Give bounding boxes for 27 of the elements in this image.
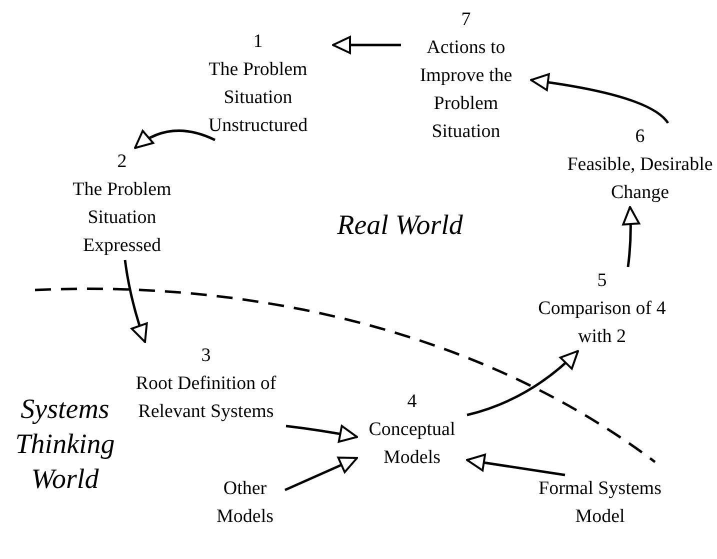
arrow [622,206,640,268]
step-label: Comparison of 4 with 2 [537,297,667,349]
world-label: Real World [336,209,464,243]
arrow [134,129,216,149]
step-label: Feasible, Desirable Change [566,153,714,205]
step-number: 4 [406,390,418,414]
arrow [530,73,669,124]
arrow [466,350,579,416]
step-label: Conceptual Models [368,418,456,470]
arrow [332,36,401,54]
step-number: 7 [460,8,472,32]
arrow [286,424,358,443]
step-label: Other Models [216,477,274,529]
step-number: 5 [596,269,608,293]
step-number: 6 [634,125,646,149]
step-label: Root Definition of Relevant Systems [134,372,278,424]
step-label: The Problem Situation Expressed [72,178,172,258]
step-label: Actions to Improve the Problem Situation [418,36,514,144]
step-number: 2 [116,150,128,174]
arrow [124,260,148,343]
arrow [284,456,358,492]
step-label: The Problem Situation Unstructured [207,58,309,138]
step-label: Formal Systems Model [538,477,662,529]
arrow [466,454,566,476]
step-number: 1 [252,30,264,54]
world-label: Systems Thinking World [14,393,116,497]
step-number: 3 [200,344,212,368]
